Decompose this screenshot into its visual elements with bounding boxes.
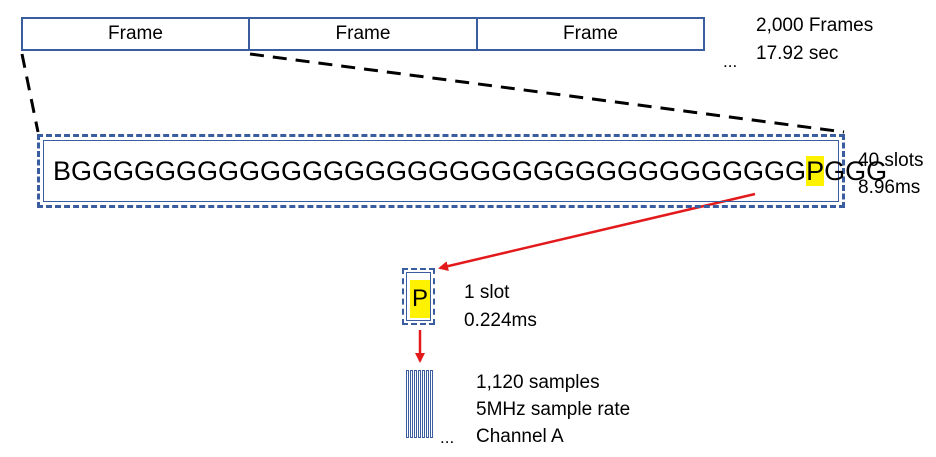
frame-label: Frame — [563, 23, 618, 44]
samples-rate: 5MHz sample rate — [476, 399, 631, 420]
frame-label: Frame — [108, 23, 163, 44]
frames-count: 2,000 Frames — [756, 15, 874, 36]
samples-channel: Channel A — [476, 426, 564, 447]
slot-sequence-prefix: BGGGGGGGGGGGGGGGGGGGGGGGGGGGGGGGGGGG — [53, 156, 807, 186]
frames-ellipsis: ... — [723, 52, 738, 71]
sample-stripe — [430, 370, 433, 438]
frame-box-1: Frame — [21, 17, 250, 51]
frame-label: Frame — [335, 23, 391, 44]
slot-detail-letter: P — [410, 280, 430, 318]
samples-count: 1,120 samples — [476, 372, 600, 393]
zoom-line-right — [249, 52, 845, 134]
frame-box-2: Frame — [248, 17, 478, 51]
slot-detail-box — [402, 268, 435, 325]
samples-ellipsis: ... — [440, 428, 455, 447]
sample-stripe — [426, 370, 429, 438]
zoom-line-left — [20, 53, 40, 133]
sample-stripe — [422, 370, 425, 438]
slots-duration: 8.96ms — [858, 177, 921, 198]
frame-box-3: Frame — [476, 17, 705, 51]
frames-duration: 17.92 sec — [756, 43, 839, 64]
highlighted-slot: P — [806, 156, 825, 186]
slot-sequence-suffix: GGG — [824, 156, 888, 186]
slot-count: 1 slot — [464, 282, 510, 303]
slots-count: 40 slots — [858, 150, 924, 171]
sample-stripe — [410, 370, 413, 438]
frame-detail-box — [37, 134, 845, 208]
slot-duration: 0.224ms — [464, 310, 537, 331]
sample-stripe — [418, 370, 421, 438]
slot-sequence: BGGGGGGGGGGGGGGGGGGGGGGGGGGGGGGGGGGGPGGG — [53, 152, 887, 190]
sample-stripe — [406, 370, 409, 438]
sample-stripe — [414, 370, 417, 438]
